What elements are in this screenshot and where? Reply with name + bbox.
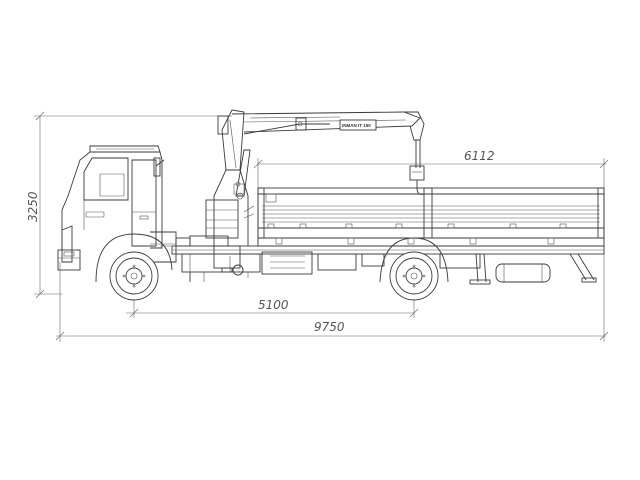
crane-model-label: INMAN IT 150	[342, 123, 371, 128]
front-wheel	[109, 251, 159, 301]
height-dimension-label: 3250	[26, 191, 40, 222]
overall-length-dimension-label: 9750	[314, 320, 345, 334]
dimension-wheelbase: 5100	[126, 276, 419, 318]
rear-wheel	[379, 237, 449, 301]
wheelbase-dimension-label: 5100	[258, 298, 289, 312]
dimension-overall-length: 9750	[55, 250, 609, 342]
dimension-body-length: 6112	[253, 149, 609, 246]
loader-crane: INMAN IT 150	[189, 109, 425, 273]
body-length-dimension-label: 6112	[464, 149, 495, 163]
dimension-height: 3250	[26, 111, 232, 299]
cargo-body	[257, 187, 605, 247]
truck-cab	[57, 145, 177, 283]
frame-cross-members	[160, 237, 206, 247]
